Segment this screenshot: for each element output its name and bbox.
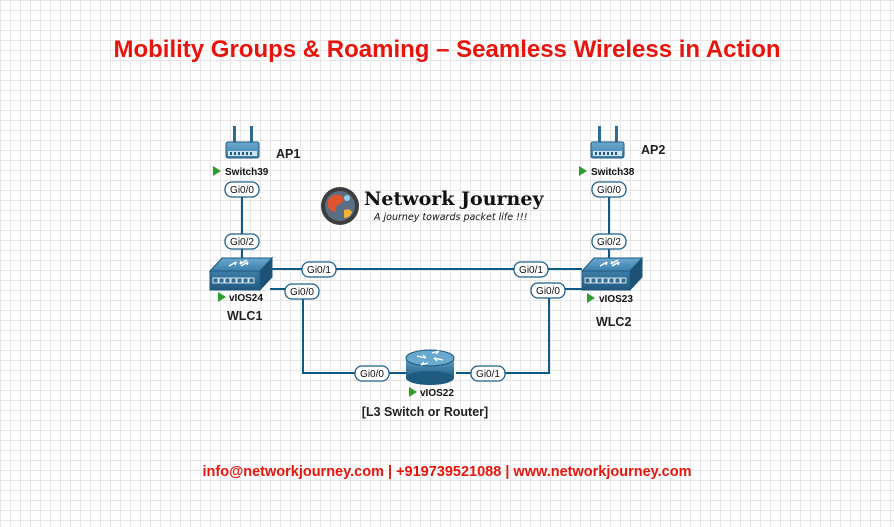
svg-text:Gi0/0: Gi0/0	[536, 286, 560, 297]
port-wlc2-gi01: Gi0/1	[513, 261, 549, 278]
router-label: vIOS22	[420, 388, 454, 399]
wlc2-label: vIOS23	[599, 294, 633, 305]
network-journey-logo: Network Journey A journey towards packet…	[321, 187, 544, 225]
switch-icon	[208, 256, 274, 292]
logo-tagline: A journey towards packet life !!!	[373, 212, 528, 223]
ap1-name: AP1	[276, 147, 300, 161]
ap2-name: AP2	[641, 143, 665, 157]
status-play-icon	[213, 166, 221, 176]
link-wlc1-router	[270, 288, 410, 374]
switch-icon	[580, 256, 644, 292]
ap2-device[interactable]: AP2 Switch38	[579, 126, 665, 178]
wlc2-name: WLC2	[596, 315, 631, 329]
router-icon	[405, 349, 455, 385]
status-play-icon	[579, 166, 587, 176]
port-router-gi00: Gi0/0	[354, 365, 390, 382]
status-play-icon	[218, 292, 226, 302]
port-wlc1-gi02: Gi0/2	[224, 233, 260, 250]
svg-text:Gi0/1: Gi0/1	[307, 265, 331, 276]
port-labels: Gi0/0 Gi0/2 Gi0/0 Gi0/2 Gi0/1 Gi0/1 Gi0/…	[224, 181, 627, 382]
wlc1-device[interactable]: vIOS24 WLC1	[208, 256, 274, 323]
wlc1-name: WLC1	[227, 309, 262, 323]
wlc2-device[interactable]: vIOS23 WLC2	[580, 256, 644, 329]
ap1-device[interactable]: AP1 Switch39	[213, 126, 300, 178]
port-router-gi01: Gi0/1	[470, 365, 506, 382]
svg-text:Gi0/0: Gi0/0	[290, 287, 314, 298]
page-title: Mobility Groups & Roaming – Seamless Wir…	[113, 36, 781, 63]
access-point-icon	[590, 126, 625, 159]
contact-footer: info@networkjourney.com | +919739521088 …	[202, 464, 692, 480]
port-ap1-gi00: Gi0/0	[224, 181, 260, 198]
svg-text:Gi0/1: Gi0/1	[519, 265, 543, 276]
port-wlc2-gi00: Gi0/0	[530, 282, 566, 299]
wlc1-label: vIOS24	[229, 293, 263, 304]
svg-text:Gi0/2: Gi0/2	[230, 237, 254, 248]
router-device[interactable]: vIOS22 [L3 Switch or Router]	[362, 349, 488, 419]
svg-text:Gi0/0: Gi0/0	[597, 185, 621, 196]
port-wlc1-gi00: Gi0/0	[284, 283, 320, 300]
ap1-label: Switch39	[225, 167, 269, 178]
status-play-icon	[587, 293, 595, 303]
svg-text:Gi0/0: Gi0/0	[360, 369, 384, 380]
port-ap2-gi00: Gi0/0	[591, 181, 627, 198]
logo-name: Network Journey	[364, 188, 544, 210]
ap2-label: Switch38	[591, 167, 635, 178]
status-play-icon	[409, 387, 417, 397]
access-point-icon	[225, 126, 260, 159]
port-wlc2-gi02: Gi0/2	[591, 233, 627, 250]
link-wlc2-router	[456, 288, 584, 374]
svg-text:Gi0/2: Gi0/2	[597, 237, 621, 248]
svg-text:Gi0/0: Gi0/0	[230, 185, 254, 196]
svg-text:Gi0/1: Gi0/1	[476, 369, 500, 380]
port-wlc1-gi01: Gi0/1	[301, 261, 337, 278]
router-caption: [L3 Switch or Router]	[362, 405, 488, 419]
